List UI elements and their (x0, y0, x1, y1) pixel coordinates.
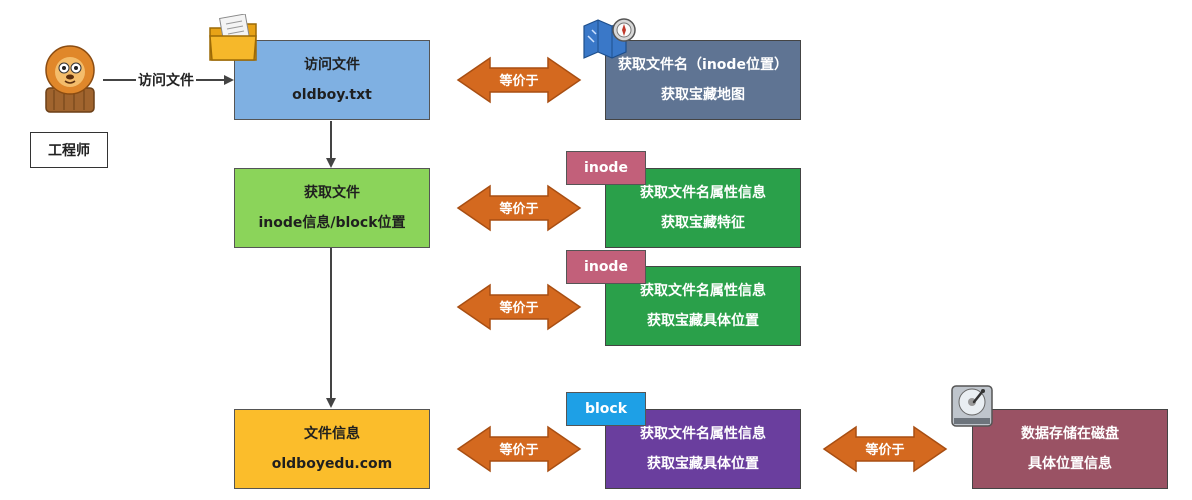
equivalent-arrow-2: 等价于 (456, 184, 582, 232)
box-access-file: 访问文件 oldboy.txt (234, 40, 430, 120)
hard-disk-icon (951, 385, 993, 427)
equivalent-arrow-1: 等价于 (456, 56, 582, 104)
lion-mascot-icon (45, 45, 95, 113)
equivalent-label: 等价于 (498, 300, 538, 316)
box-subtitle: inode信息/block位置 (258, 215, 406, 231)
access-file-label: 访问文件 (136, 70, 196, 90)
equivalent-arrow-3: 等价于 (456, 283, 582, 331)
box-subtitle: oldboyedu.com (271, 456, 393, 472)
tag-inode: inode (566, 250, 646, 284)
box-subtitle: 具体位置信息 (1028, 456, 1112, 472)
box-subtitle: 获取宝藏具体位置 (647, 313, 759, 329)
tag-inode: inode (566, 151, 646, 185)
engineer-label: 工程师 (30, 132, 108, 168)
folder-document-icon (209, 14, 257, 61)
box-title: 获取文件 (304, 185, 360, 201)
equivalent-label: 等价于 (498, 442, 538, 458)
box-get-filename: 获取文件名（inode位置） 获取宝藏地图 (605, 40, 801, 120)
box-get-file: 获取文件 inode信息/block位置 (234, 168, 430, 248)
equivalent-label: 等价于 (498, 201, 538, 217)
box-subtitle: 获取宝藏地图 (661, 87, 745, 103)
box-subtitle: oldboy.txt (292, 87, 372, 103)
equivalent-label: 等价于 (498, 73, 538, 89)
box-title: 访问文件 (304, 57, 360, 73)
box-subtitle: 获取宝藏特征 (661, 215, 745, 231)
box-title: 数据存储在磁盘 (1021, 426, 1119, 442)
box-title: 获取文件名属性信息 (640, 185, 766, 201)
treasure-map-icon (583, 18, 636, 59)
box-title: 文件信息 (304, 426, 360, 442)
tag-block: block (566, 392, 646, 426)
equivalent-arrow-4: 等价于 (456, 425, 582, 473)
box-subtitle: 获取宝藏具体位置 (647, 456, 759, 472)
box-file-info: 文件信息 oldboyedu.com (234, 409, 430, 489)
equivalent-arrow-5: 等价于 (822, 425, 948, 473)
equivalent-label: 等价于 (864, 442, 904, 458)
box-title: 获取文件名属性信息 (640, 426, 766, 442)
box-title: 获取文件名（inode位置） (618, 57, 788, 73)
box-disk-location: 数据存储在磁盘 具体位置信息 (972, 409, 1168, 489)
box-title: 获取文件名属性信息 (640, 283, 766, 299)
